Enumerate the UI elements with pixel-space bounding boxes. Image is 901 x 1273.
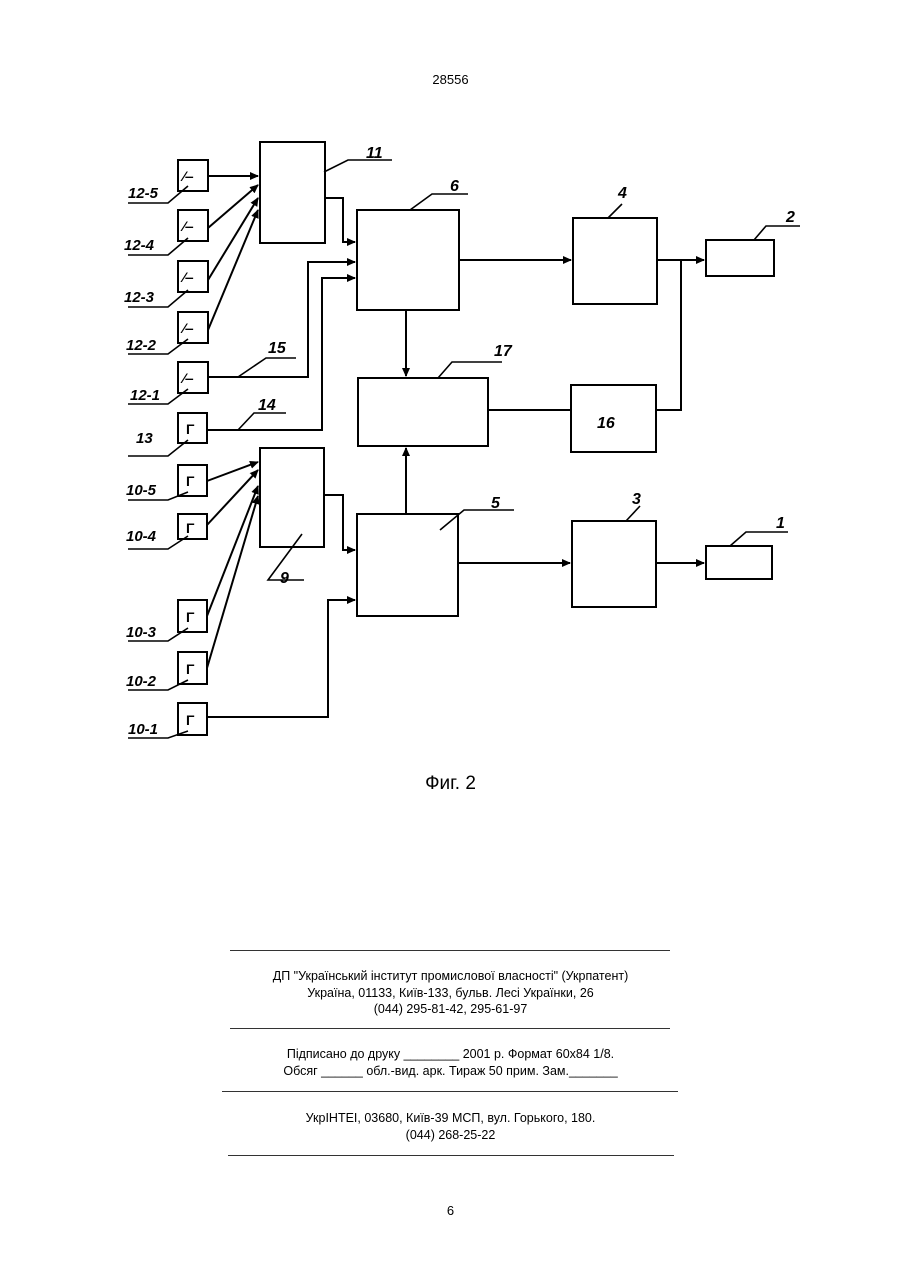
imprint-address: Україна, 01133, Київ-133, бульв. Лесі Ук… bbox=[0, 985, 901, 1002]
block-4 bbox=[573, 218, 657, 304]
label-input-10-1: 10-1 bbox=[128, 721, 158, 738]
label-input-13: 13 bbox=[136, 430, 153, 447]
label-input-12-2: 12-2 bbox=[126, 337, 157, 354]
block-3 bbox=[572, 521, 656, 607]
label-block-6: 6 bbox=[450, 178, 459, 195]
label-block-1: 1 bbox=[776, 515, 785, 532]
label-block-11: 11 bbox=[366, 145, 383, 162]
block-11 bbox=[260, 142, 325, 243]
label-block-4: 4 bbox=[617, 185, 627, 202]
print-info-line1: Підписано до друку ________ 2001 р. Форм… bbox=[0, 1046, 901, 1063]
generator-icon: Γ bbox=[186, 609, 195, 625]
divider bbox=[228, 1155, 674, 1156]
generator-icon: Γ bbox=[186, 712, 195, 728]
label-line-14: 14 bbox=[258, 397, 276, 414]
label-block-5: 5 bbox=[491, 495, 501, 512]
printer-address: УкрІНТЕІ, 03680, Київ-39 МСП, вул. Горьк… bbox=[0, 1110, 901, 1127]
divider bbox=[222, 1091, 678, 1092]
generator-icon: Γ bbox=[186, 661, 195, 677]
block-17 bbox=[358, 378, 488, 446]
generator-icon: Γ bbox=[186, 520, 195, 536]
label-input-10-2: 10-2 bbox=[126, 673, 157, 690]
label-block-3: 3 bbox=[632, 491, 641, 508]
divider bbox=[230, 950, 670, 951]
imprint-org: ДП "Український інститут промислової вла… bbox=[0, 968, 901, 985]
block-5 bbox=[357, 514, 458, 616]
print-info-line2: Обсяг ______ обл.-вид. арк. Тираж 50 при… bbox=[0, 1063, 901, 1080]
block-diagram: 11 6 4 2 17 16 9 5 3 1 15 14 12-5 12-4 1… bbox=[0, 0, 901, 760]
block-1 bbox=[706, 546, 772, 579]
label-block-17: 17 bbox=[494, 343, 513, 360]
switch-icon: ⁄‒ bbox=[180, 370, 193, 386]
label-input-12-1: 12-1 bbox=[130, 387, 160, 404]
imprint-phones: (044) 295-81-42, 295-61-97 bbox=[0, 1001, 901, 1018]
switch-icon: ⁄‒ bbox=[180, 269, 193, 285]
switch-icon: ⁄‒ bbox=[180, 320, 193, 336]
divider bbox=[230, 1028, 670, 1029]
block-6 bbox=[357, 210, 459, 310]
page-number: 6 bbox=[0, 1203, 901, 1218]
label-input-10-4: 10-4 bbox=[126, 528, 157, 545]
label-line-15: 15 bbox=[268, 340, 287, 357]
generator-icon: Γ bbox=[186, 421, 195, 437]
block-2 bbox=[706, 240, 774, 276]
block-9 bbox=[260, 448, 324, 547]
label-block-16: 16 bbox=[597, 415, 615, 432]
switch-icon: ⁄‒ bbox=[180, 218, 193, 234]
label-block-2: 2 bbox=[785, 209, 795, 226]
switch-icon: ⁄‒ bbox=[180, 168, 193, 184]
label-block-9: 9 bbox=[280, 570, 289, 587]
figure-caption: Фиг. 2 bbox=[0, 773, 901, 795]
label-input-12-4: 12-4 bbox=[124, 237, 155, 254]
label-input-12-5: 12-5 bbox=[128, 185, 159, 202]
label-input-12-3: 12-3 bbox=[124, 289, 155, 306]
label-input-10-5: 10-5 bbox=[126, 482, 157, 499]
generator-icon: Γ bbox=[186, 473, 195, 489]
label-input-10-3: 10-3 bbox=[126, 624, 157, 641]
printer-phone: (044) 268-25-22 bbox=[0, 1127, 901, 1144]
